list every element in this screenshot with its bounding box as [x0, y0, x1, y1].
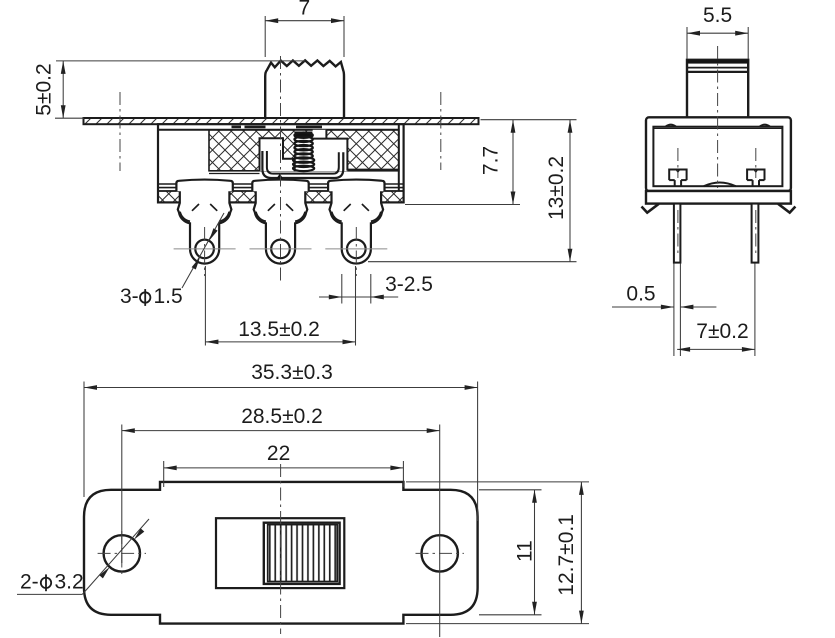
svg-text:35.3±0.3: 35.3±0.3: [251, 361, 333, 384]
svg-text:7±0.2: 7±0.2: [696, 320, 748, 343]
svg-text:11: 11: [513, 540, 536, 562]
svg-text:5±0.2: 5±0.2: [33, 63, 56, 115]
svg-text:3-: 3-: [120, 285, 139, 308]
svg-text:5.5: 5.5: [703, 4, 732, 27]
svg-text:7.7: 7.7: [480, 146, 503, 175]
svg-text:1.5: 1.5: [154, 285, 183, 308]
svg-text:7: 7: [299, 0, 311, 20]
svg-text:3.2: 3.2: [55, 570, 84, 593]
svg-text:2-: 2-: [20, 570, 39, 593]
svg-text:28.5±0.2: 28.5±0.2: [241, 405, 323, 428]
svg-text:22: 22: [267, 442, 290, 465]
svg-text:12.7±0.1: 12.7±0.1: [555, 514, 578, 596]
svg-text:13±0.2: 13±0.2: [545, 156, 568, 220]
svg-text:0.5: 0.5: [626, 283, 655, 306]
svg-text:3-2.5: 3-2.5: [385, 273, 433, 296]
svg-text:13.5±0.2: 13.5±0.2: [238, 318, 320, 341]
